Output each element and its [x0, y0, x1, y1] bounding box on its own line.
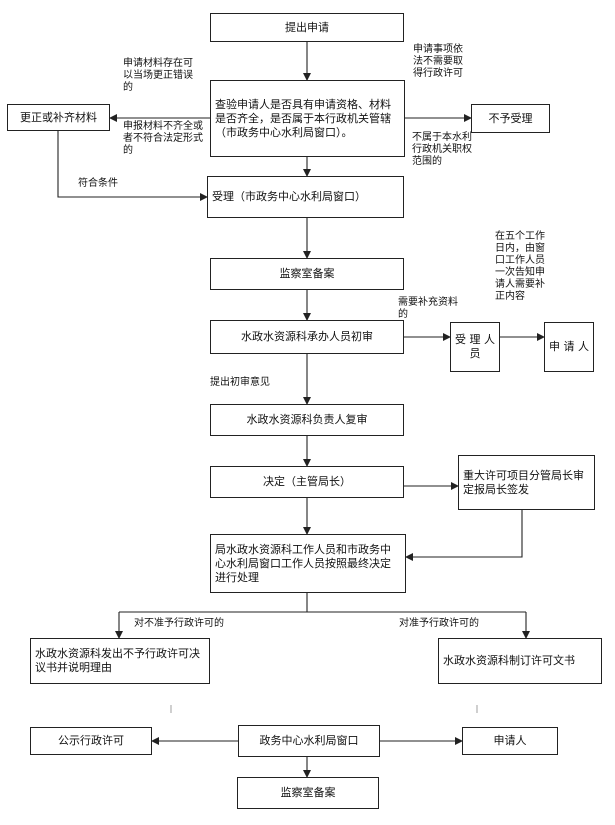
label-supplement: 需要补充资料的 [398, 297, 458, 320]
box-record-2-label: 监察室备案 [280, 786, 336, 799]
box-review: 查验申请人是否具有申请资格、材料是否齐全，是否属于本行政机关管辖（市政务中心水利… [210, 80, 405, 157]
label-grant: 对准予行政许可的 [399, 618, 479, 629]
label-propose-opinion: 提出初审意见 [210, 377, 270, 388]
box-record-2: 监察室备案 [237, 777, 379, 809]
box-reject-label: 不予受理 [488, 111, 533, 125]
box-processing-label: 局水政水资源科工作人员和市政务中心水利局窗口工作人员按照最终决定进行处理 [215, 542, 391, 584]
label-incomplete: 申报材料不齐全或者不符合法定形式的 [123, 121, 203, 156]
box-decision-label: 决定（主管局长） [263, 475, 351, 488]
box-submit: 提出申请 [210, 13, 404, 42]
box-major-approval: 重大许可项目分管局长审定报局长签发 [458, 455, 595, 510]
box-acceptor-label: 受 理 人员 [455, 333, 495, 360]
box-record-1-label: 监察室备案 [279, 267, 335, 280]
label-deny: 对不准予行政许可的 [134, 618, 224, 629]
label-on-site-fix: 申请材料存在可以当场更正错误的 [123, 58, 193, 93]
box-review-label: 查验申请人是否具有申请资格、材料是否齐全，是否属于本行政机关管辖（市政务中心水利… [215, 97, 391, 139]
box-permit-doc-label: 水政水资源科制订许可文书 [443, 654, 575, 667]
box-deny-notice-label: 水政水资源科发出不予行政许可决议书并说明理由 [35, 647, 200, 674]
box-record-1: 监察室备案 [210, 258, 404, 290]
label-not-jurisdiction: 不属于本水利行政机关职权范围的 [412, 132, 472, 167]
box-processing: 局水政水资源科工作人员和市政务中心水利局窗口工作人员按照最终决定进行处理 [210, 534, 406, 593]
box-major-approval-label: 重大许可项目分管局长审定报局长签发 [463, 468, 584, 496]
box-publicize-label: 公示行政许可 [58, 734, 124, 747]
box-correct-label: 更正或补齐材料 [20, 110, 97, 124]
box-applicant-2: 申请人 [462, 727, 558, 755]
box-applicant-1: 申 请 人 [544, 322, 594, 372]
label-meets-conditions: 符合条件 [78, 178, 118, 189]
box-applicant-1-label: 申 请 人 [549, 340, 589, 353]
label-within-5-days: 在五个工作日内，由窗口工作人员一次告知申请人需要补正内容 [495, 231, 545, 302]
box-applicant-2-label: 申请人 [493, 734, 527, 747]
box-window-label: 政务中心水利局窗口 [259, 734, 359, 747]
arrow-major-processing [405, 510, 523, 561]
box-acceptor: 受 理 人员 [450, 322, 500, 372]
box-initial-review-label: 水政水资源科承办人员初审 [241, 330, 373, 343]
box-publicize: 公示行政许可 [30, 727, 152, 755]
label-no-permit-needed: 申请事项依法不需要取得行政许可 [413, 44, 463, 79]
box-deny-notice: 水政水资源科发出不予行政许可决议书并说明理由 [30, 638, 210, 684]
box-second-review: 水政水资源科负责人复审 [210, 404, 404, 436]
box-decision: 决定（主管局长） [210, 466, 404, 498]
box-submit-label: 提出申请 [285, 20, 329, 34]
box-permit-doc: 水政水资源科制订许可文书 [438, 638, 602, 684]
arrow-correct-accept [57, 131, 208, 201]
box-accept: 受理（市政务中心水利局窗口） [207, 176, 404, 218]
box-initial-review: 水政水资源科承办人员初审 [210, 320, 404, 354]
box-window: 政务中心水利局窗口 [238, 725, 380, 757]
box-correct: 更正或补齐材料 [7, 104, 110, 131]
box-accept-label: 受理（市政务中心水利局窗口） [212, 190, 366, 203]
box-reject: 不予受理 [471, 104, 550, 133]
box-second-review-label: 水政水资源科负责人复审 [246, 413, 368, 426]
